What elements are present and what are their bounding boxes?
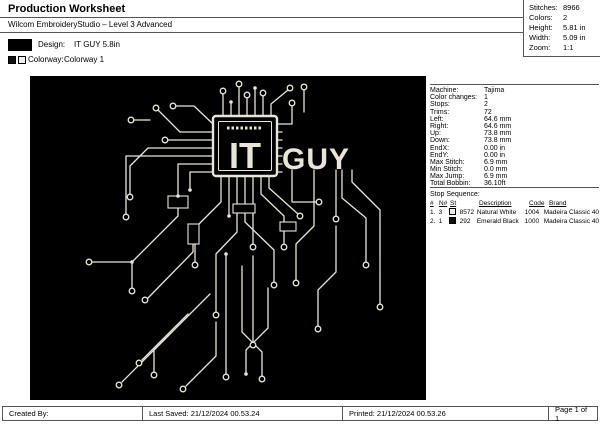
colorway-swatch-black (8, 55, 16, 64)
machine-row: EndX:0.00 in (430, 144, 506, 152)
thread-swatch (449, 207, 457, 215)
design-preview: IT GUY (30, 76, 426, 400)
app-subtitle: Wilcom EmbroideryStudio – Level 3 Advanc… (0, 18, 523, 33)
stat-row: Stitches:8966 (529, 3, 580, 12)
design-row: Design: IT GUY 5.8in (8, 37, 120, 52)
machine-details-panel: Machine:Tajima Color changes:1 Stops:2 T… (430, 84, 599, 188)
machine-row: Max Stitch:6.9 mm (430, 158, 508, 166)
machine-row: Left:64.6 mm (430, 115, 512, 123)
machine-row: Machine:Tajima (430, 87, 505, 94)
stat-row: Zoom:1:1 (529, 43, 574, 52)
stats-box: Stitches:8966 Colors:2 Height:5.81 in Wi… (523, 0, 600, 57)
stat-row: Colors:2 (529, 13, 568, 22)
page-title: Production Worksheet (0, 0, 523, 18)
footer-created-by: Created By: (3, 407, 143, 420)
machine-row: Min Stitch:0.0 mm (430, 166, 508, 174)
stop-sequence-title: Stop Sequence: (430, 191, 480, 198)
colorway-swatch-white (18, 55, 26, 64)
guy-text: GUY (282, 143, 350, 176)
machine-row: Trims:72 (430, 108, 492, 116)
colorway-row: Colorway: Colorway 1 (8, 52, 120, 67)
circuit-pads (85, 80, 384, 393)
header: Production Worksheet Wilcom EmbroiderySt… (0, 0, 523, 33)
machine-row: Right:64.6 mm (430, 122, 512, 130)
machine-row: Down:73.8 mm (430, 137, 512, 145)
stop-sequence-section: Stop Sequence: # N# St Description Code … (430, 187, 599, 226)
cpu-chip: IT (211, 114, 279, 178)
it-text: IT (229, 135, 261, 176)
stop-sequence-row: 2. 1 292 Emerald Black 1000 Madeira Clas… (430, 216, 599, 225)
machine-row: EndY:0.00 in (430, 151, 506, 159)
machine-row: Up:73.8 mm (430, 130, 512, 138)
thread-swatch (449, 216, 457, 224)
machine-row: Stops:2 (430, 101, 488, 109)
stop-sequence-header: # N# St Description Code Brand (430, 200, 567, 207)
stat-row: Height:5.81 in (529, 23, 586, 32)
footer-page-number: Page 1 of 1 (555, 404, 588, 423)
colorway-label: Colorway: (28, 55, 64, 64)
stat-row: Width:5.09 in (529, 33, 586, 42)
colorway-value: Colorway 1 (64, 55, 105, 64)
machine-row: Total Bobbin:36.10ft (430, 180, 506, 188)
design-thumbnail (8, 38, 32, 51)
stop-sequence-row: 1. 3 8572 Natural White 1004 Madeira Cla… (430, 207, 599, 216)
circuit-components (167, 195, 297, 245)
footer-last-saved: Last Saved: 21/12/2024 00.53.24 (143, 407, 343, 420)
footer-printed: Printed: 21/12/2024 00.53.26 (343, 407, 549, 420)
design-meta: Design: IT GUY 5.8in Colorway: Colorway … (8, 37, 120, 67)
footer-bar: Created By: Last Saved: 21/12/2024 00.53… (2, 404, 598, 423)
circuit-artwork: IT GUY (85, 80, 384, 393)
design-label: Design: (38, 40, 66, 49)
design-value: IT GUY 5.8in (74, 40, 120, 49)
machine-row: Color changes:1 (430, 94, 488, 102)
machine-row: Max Jump:6.9 mm (430, 173, 508, 181)
